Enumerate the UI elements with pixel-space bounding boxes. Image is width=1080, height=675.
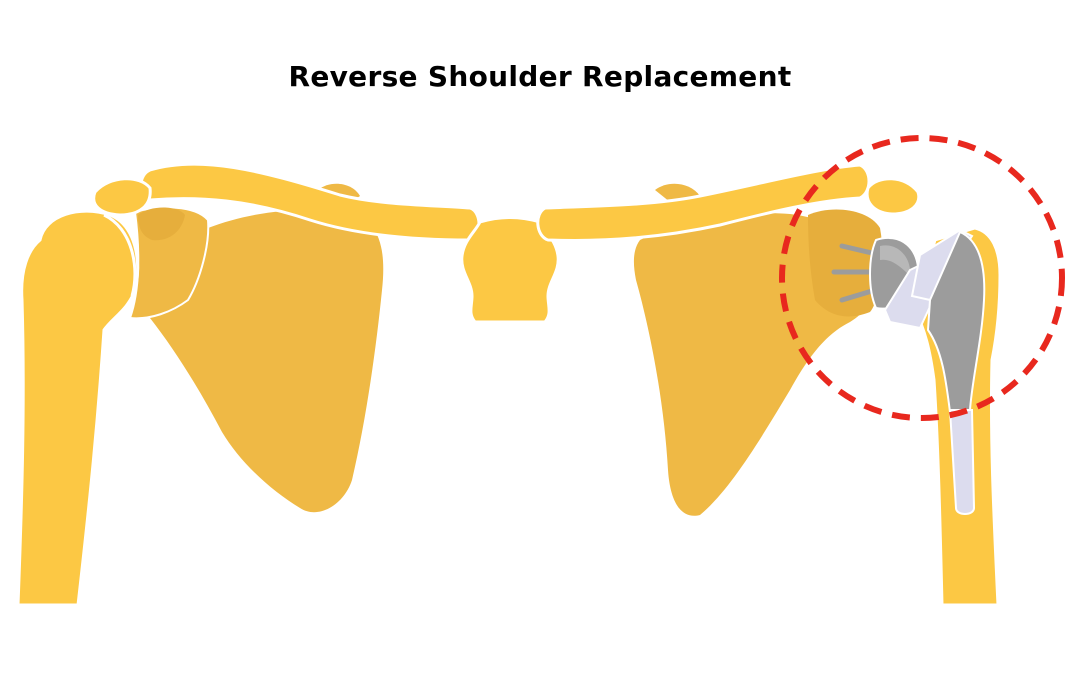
implant-glenosphere-shade <box>880 245 911 276</box>
left-humeral-head-line <box>103 213 137 297</box>
diagram-title: Reverse Shoulder Replacement <box>288 60 792 93</box>
right-shoulder-implant <box>536 163 1002 607</box>
implant-screw <box>839 243 875 256</box>
implant-humeral-stem <box>926 230 986 414</box>
implant-screw <box>839 288 875 303</box>
implant-stem-tip <box>948 409 976 515</box>
right-glenoid <box>808 209 883 317</box>
left-acromion-end <box>92 177 152 217</box>
left-shoulder-natural <box>16 162 481 607</box>
right-acromion-end <box>865 177 921 216</box>
right-clavicle <box>536 163 871 242</box>
left-coracoid <box>138 207 185 241</box>
dashed-circle-highlight <box>779 135 1065 421</box>
left-humerus <box>16 209 139 607</box>
left-scapula <box>150 209 384 513</box>
